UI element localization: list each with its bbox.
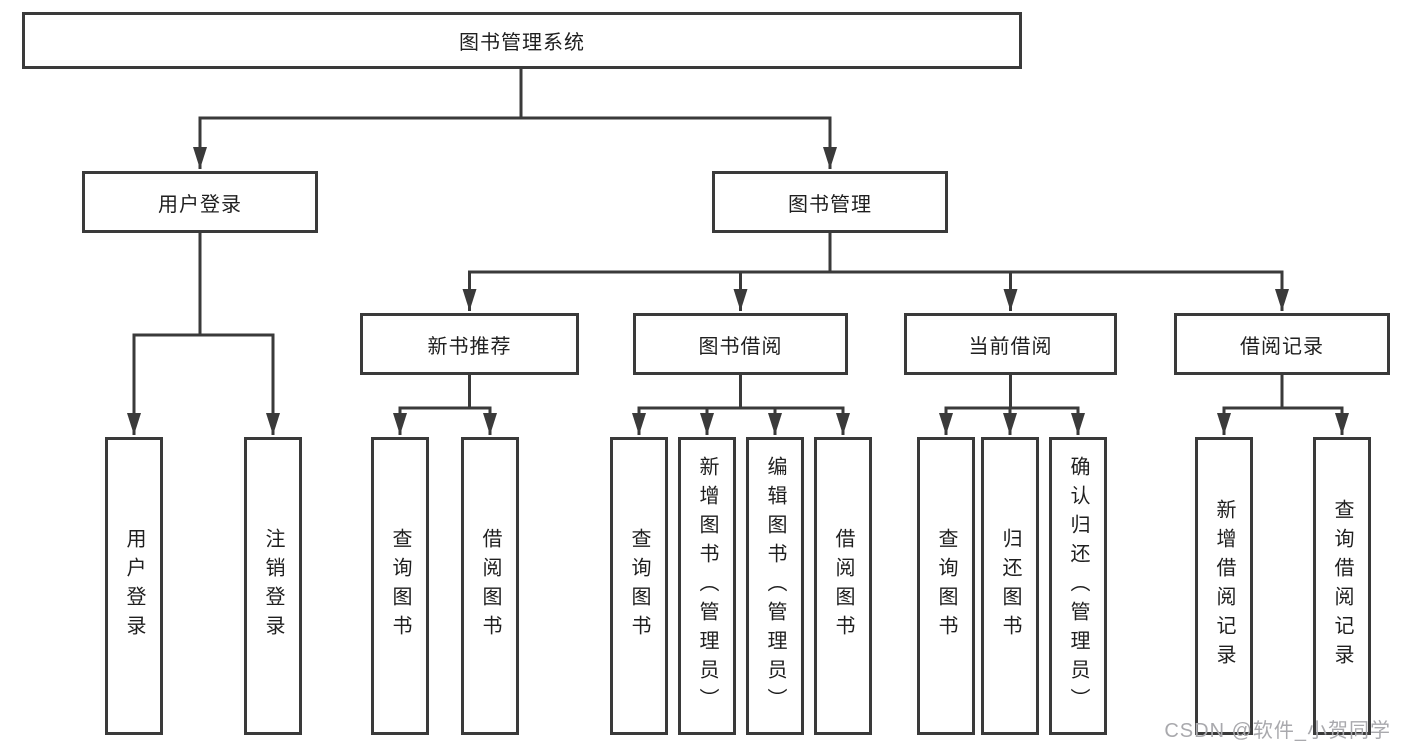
leaf-query-books-borrow-label: 查询图书 (628, 528, 650, 644)
leaf-edit-book-admin: 编辑图书（管理员） (746, 437, 804, 735)
leaf-borrow-books-recommend-label: 借阅图书 (479, 528, 501, 644)
leaf-confirm-return-admin-label: 确认归还（管理员） (1067, 455, 1089, 717)
leaf-user-login-label: 用户登录 (123, 528, 145, 644)
node-user-login: 用户登录 (82, 171, 318, 233)
leaf-query-books-borrow: 查询图书 (610, 437, 668, 735)
leaf-query-borrow-record: 查询借阅记录 (1313, 437, 1371, 735)
leaf-query-borrow-record-label: 查询借阅记录 (1331, 499, 1353, 673)
leaf-query-books-recommend: 查询图书 (371, 437, 429, 735)
leaf-confirm-return-admin: 确认归还（管理员） (1049, 437, 1107, 735)
node-book-management: 图书管理 (712, 171, 948, 233)
leaf-return-books: 归还图书 (981, 437, 1039, 735)
leaf-borrow-books-recommend: 借阅图书 (461, 437, 519, 735)
leaf-logout: 注销登录 (244, 437, 302, 735)
leaf-add-book-admin-label: 新增图书（管理员） (696, 455, 718, 717)
node-current-borrowing: 当前借阅 (904, 313, 1117, 375)
leaf-logout-label: 注销登录 (262, 528, 284, 644)
leaf-query-books-recommend-label: 查询图书 (389, 528, 411, 644)
leaf-borrow-books-label: 借阅图书 (832, 528, 854, 644)
leaf-add-book-admin: 新增图书（管理员） (678, 437, 736, 735)
leaf-edit-book-admin-label: 编辑图书（管理员） (764, 455, 786, 717)
leaf-add-borrow-record-label: 新增借阅记录 (1213, 499, 1235, 673)
leaf-query-books-current-label: 查询图书 (935, 528, 957, 644)
leaf-add-borrow-record: 新增借阅记录 (1195, 437, 1253, 735)
leaf-user-login: 用户登录 (105, 437, 163, 735)
node-new-book-recommendation: 新书推荐 (360, 313, 579, 375)
leaf-query-books-current: 查询图书 (917, 437, 975, 735)
leaf-borrow-books: 借阅图书 (814, 437, 872, 735)
leaf-return-books-label: 归还图书 (999, 528, 1021, 644)
node-borrowing-records: 借阅记录 (1174, 313, 1390, 375)
node-library-system: 图书管理系统 (22, 12, 1022, 69)
node-book-borrowing: 图书借阅 (633, 313, 848, 375)
csdn-watermark: CSDN @软件_小贺同学 (1164, 720, 1391, 742)
